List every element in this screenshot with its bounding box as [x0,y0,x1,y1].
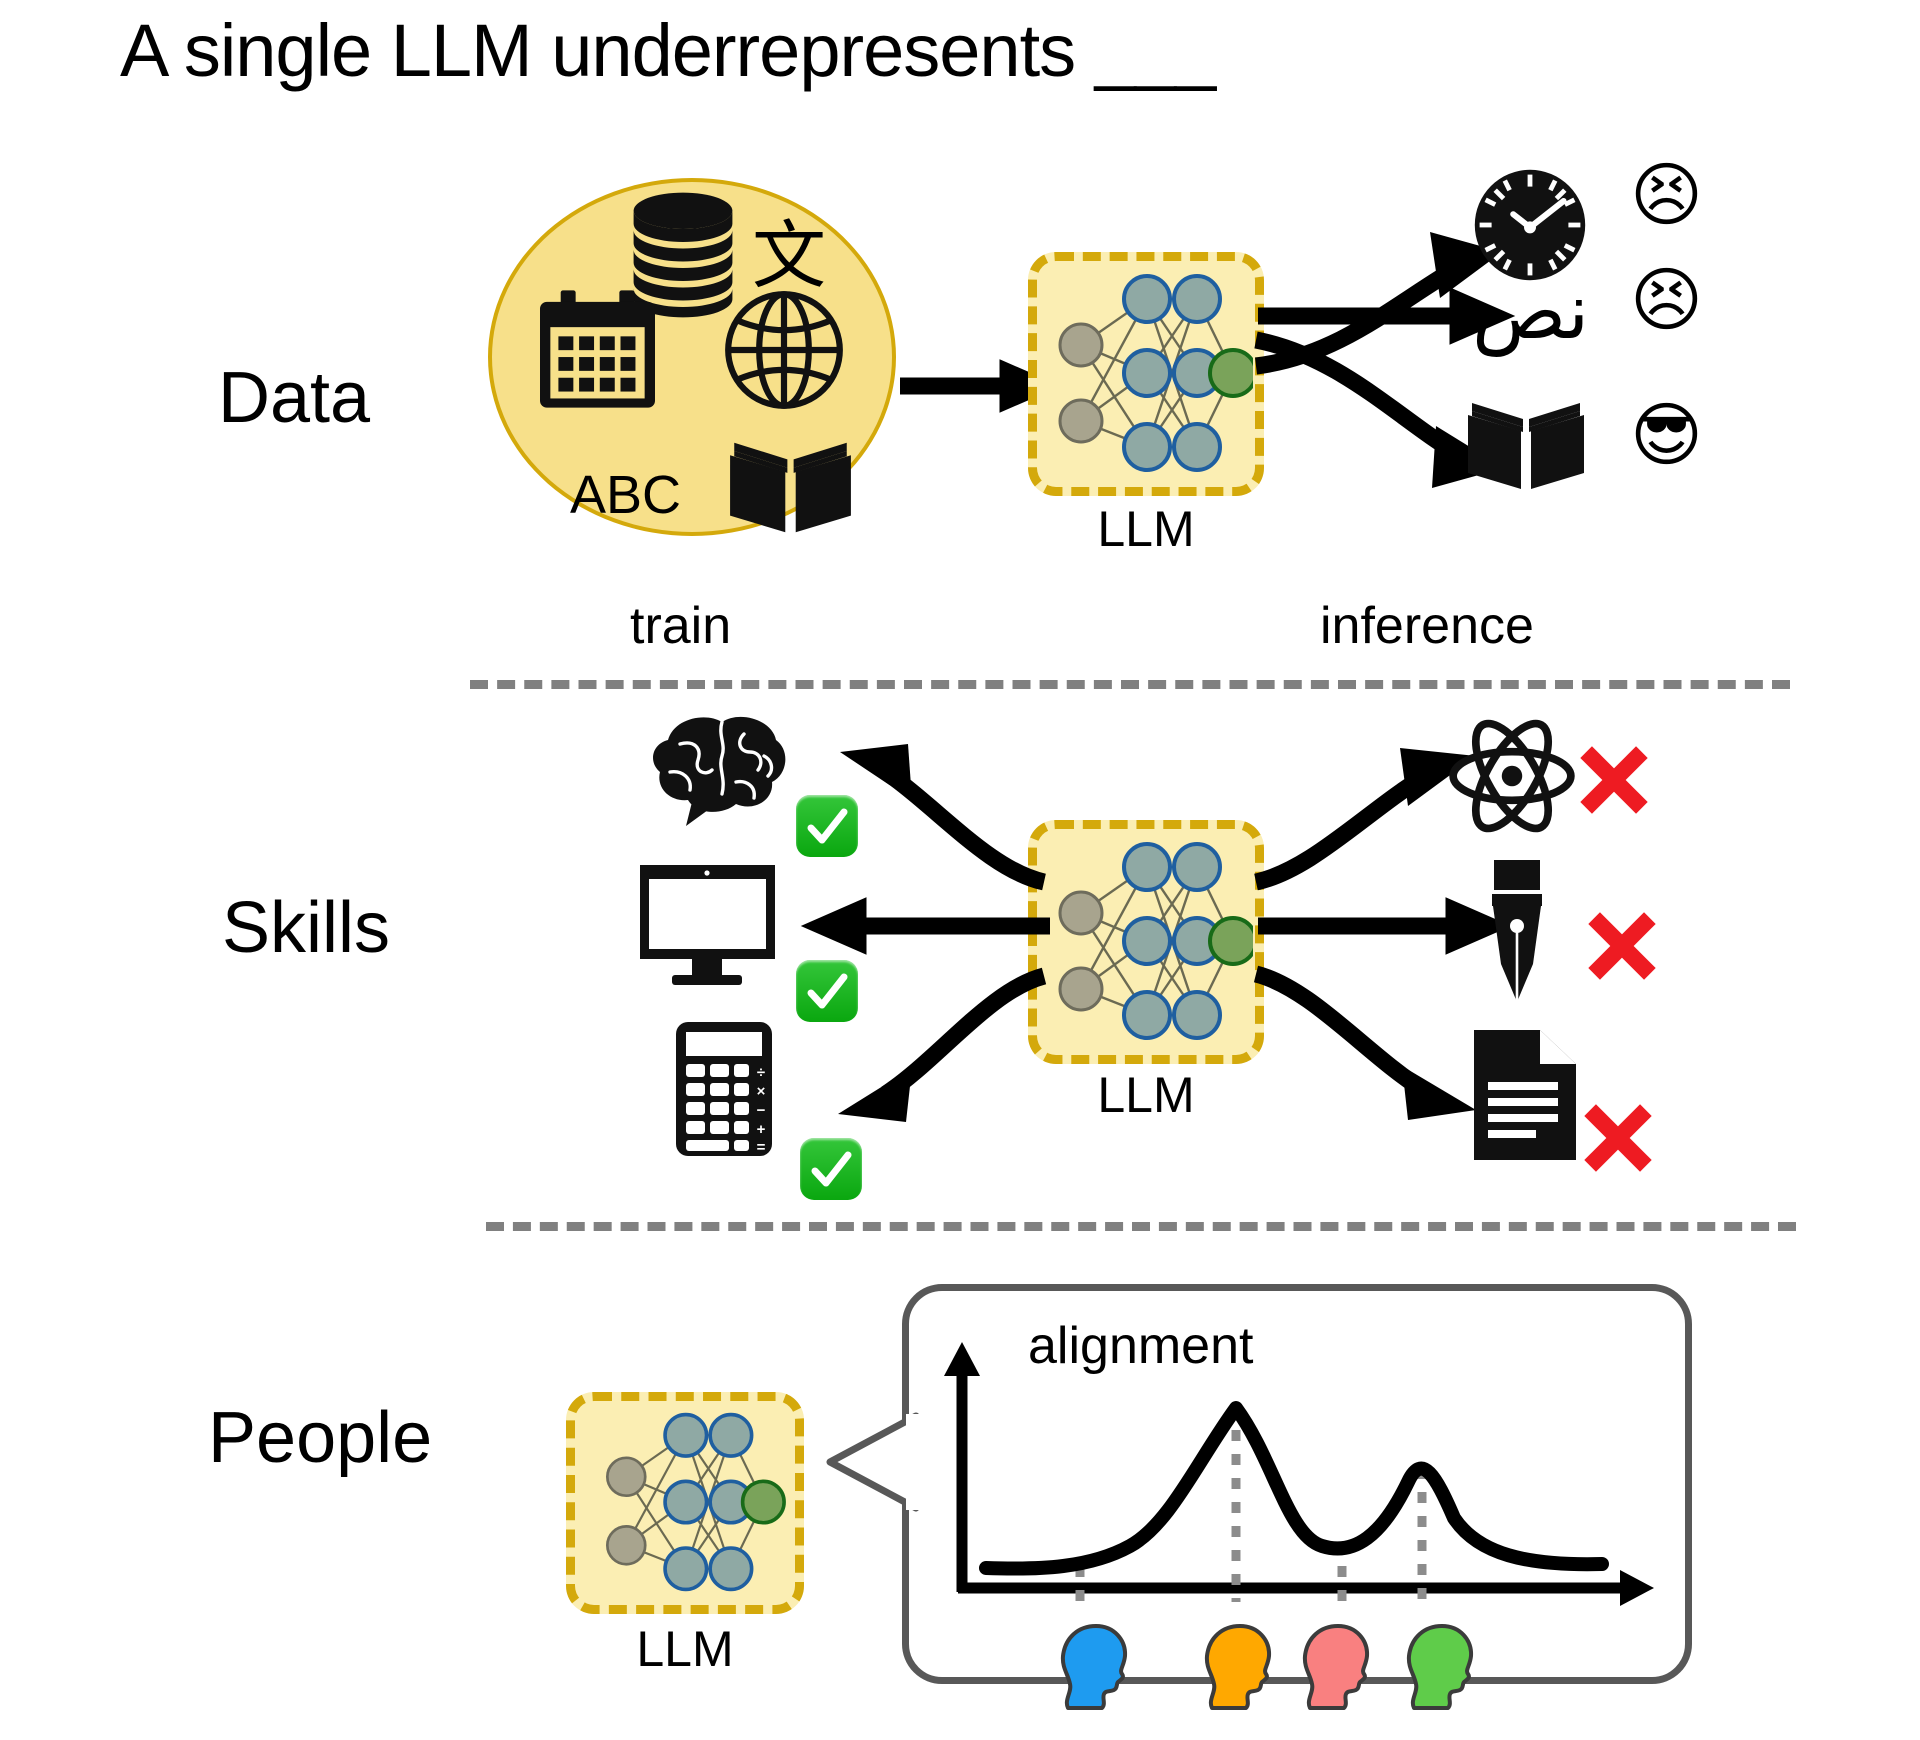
llm-label-data: LLM [1097,501,1195,557]
atom-icon [1448,712,1576,840]
llm-label-skills: LLM [1097,1067,1195,1123]
person-head-orange [1204,1624,1272,1710]
svg-text:=: = [757,1139,766,1156]
globe-icon [722,288,846,412]
red-x-pen [1588,912,1656,980]
arrow-skill-brain [840,744,1047,891]
person-head-green [1406,1624,1474,1710]
row-label-skills: Skills [222,888,391,968]
open-book-icon [728,440,853,535]
llm-box-skills [1028,820,1264,1064]
pen-nib-icon [1478,860,1556,1002]
chart-y-axis-label: alignment [1028,1317,1254,1375]
cjk-character-icon: 文 [752,213,826,299]
person-head-pink [1302,1624,1370,1710]
persevering-face-emoji-2: 😣 [1630,259,1703,341]
brain-icon [640,710,790,828]
arabic-text: نص [1472,267,1590,357]
green-check-monitor [796,960,858,1022]
arrow-skill-pen [1258,897,1512,955]
llm-box-people [566,1392,804,1614]
arrow-skill-calculator [838,967,1047,1122]
row-separator-2 [486,1222,1796,1231]
llm-label-people: LLM [636,1621,734,1677]
speech-bubble [902,1284,1692,1684]
speech-bubble-tail [826,1412,928,1512]
green-check-calculator [800,1138,862,1200]
monitor-icon [640,865,775,987]
persevering-face-emoji-1: 😣 [1630,154,1703,236]
row-separator-1 [470,680,1790,689]
svg-text:−: − [757,1102,766,1119]
arrow-skill-document [1253,965,1476,1120]
row-label-people: People [208,1398,433,1478]
arrow-output-arabic [1258,287,1516,345]
clock-icon [1470,165,1590,285]
database-stack-icon [618,190,748,320]
row-label-data: Data [218,358,371,438]
open-book-icon-output [1466,400,1586,492]
calendar-icon [540,290,655,408]
calculator-icon: ÷ × − += [676,1022,772,1156]
arrow-skill-monitor [800,897,1050,955]
svg-text:÷: ÷ [757,1064,765,1081]
abc-text: ABC [570,465,682,525]
alignment-distribution-chart [944,1342,1654,1606]
red-x-document [1584,1104,1652,1172]
caption-inference: inference [1320,597,1534,655]
caption-train: train [630,597,732,655]
svg-text:×: × [757,1083,766,1100]
llm-box-data [1028,252,1264,496]
person-head-blue [1060,1624,1128,1710]
green-check-brain [796,795,858,857]
document-icon [1470,1030,1576,1160]
svg-text:+: + [757,1121,766,1138]
figure-title: A single LLM underrepresents ___ [120,9,1216,92]
sunglasses-face-emoji: 😎 [1630,394,1703,476]
red-x-atom [1580,746,1648,814]
